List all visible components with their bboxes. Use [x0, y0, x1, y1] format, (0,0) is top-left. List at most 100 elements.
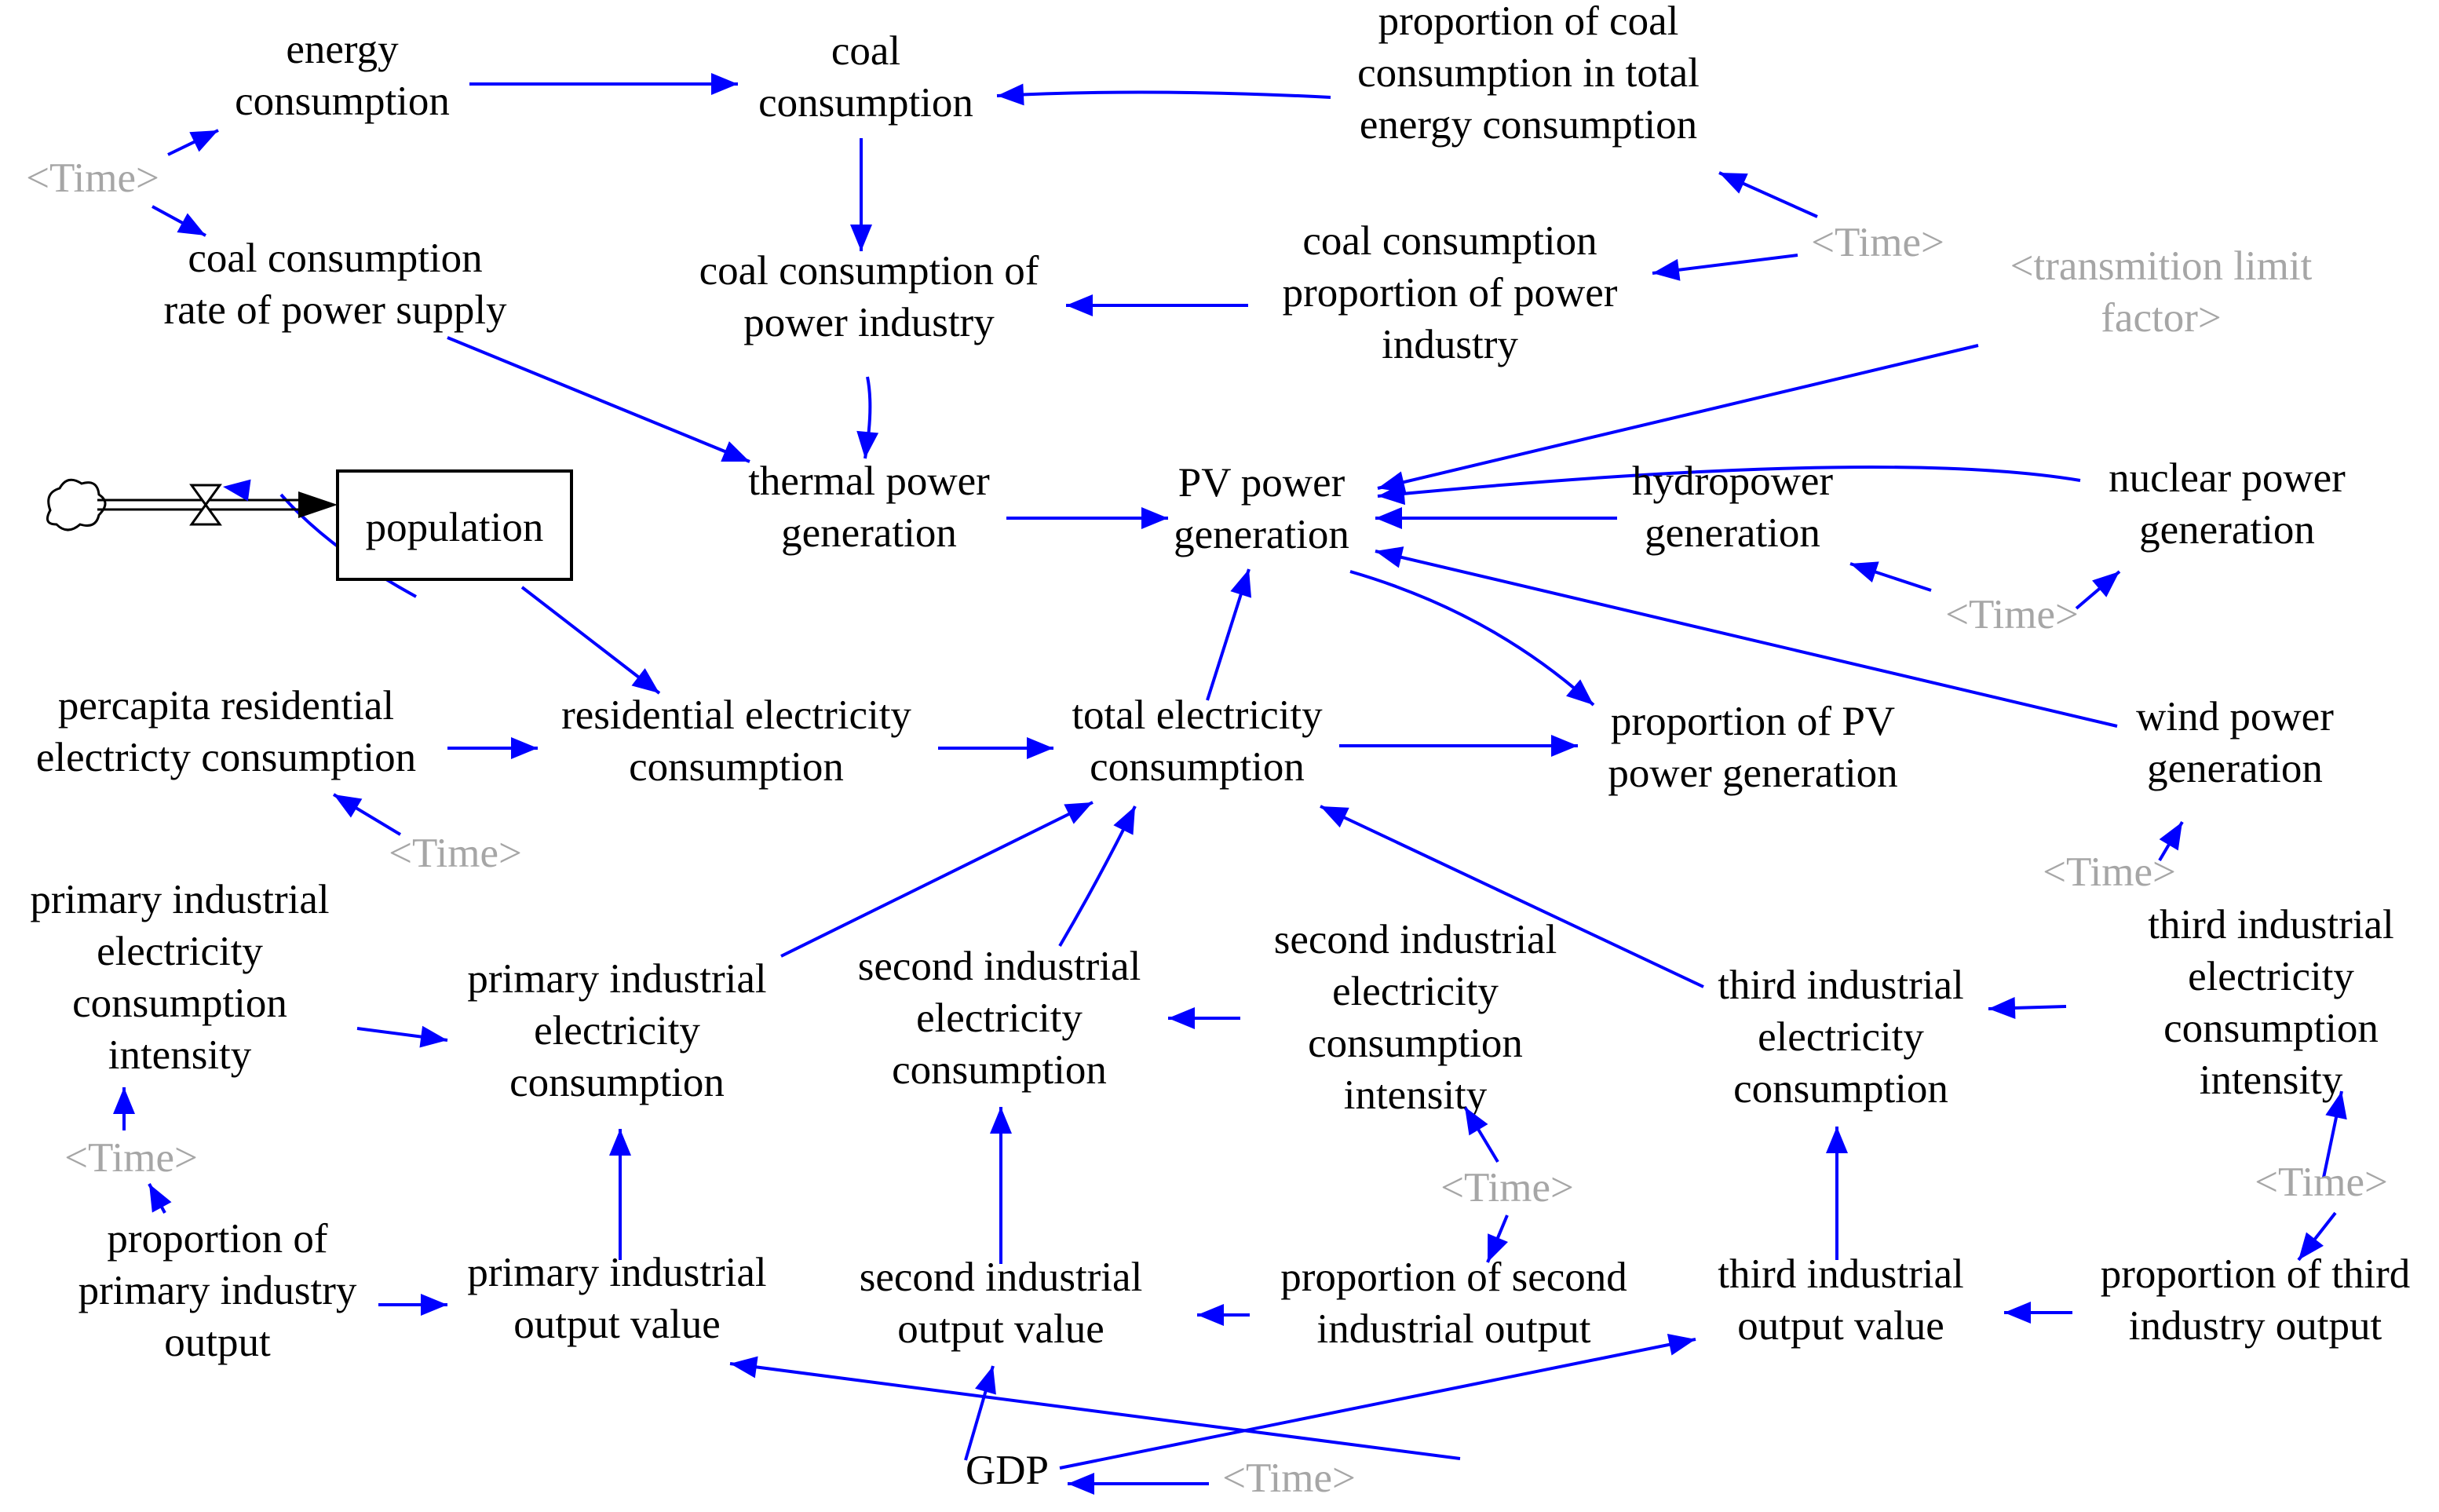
arrowhead-icon — [511, 737, 538, 759]
arrowhead-icon — [730, 1356, 758, 1379]
arrowhead-icon — [1230, 569, 1252, 598]
arrowhead-icon — [1826, 1127, 1848, 1153]
arrowhead-icon — [2298, 1232, 2324, 1260]
causal-link — [1059, 1338, 1696, 1470]
arrowhead-icon — [177, 213, 206, 236]
var-nuclear-power-line: generation — [2139, 507, 2315, 553]
var-proportion-pv-line: proportion of PV — [1611, 699, 1895, 744]
causal-link — [1349, 570, 1595, 707]
var-second-intensity-line: electricity — [1332, 969, 1499, 1014]
arrowhead-icon — [223, 479, 251, 502]
var-thermal-power: thermal power generation — [748, 458, 990, 556]
causal-link — [996, 90, 1331, 99]
arrowhead-icon — [1064, 802, 1093, 824]
flow-valve-icon — [189, 484, 222, 507]
var-coal-prop-power-industry-line: coal consumption — [1302, 218, 1597, 264]
var-second-electricity-line: consumption — [892, 1047, 1107, 1093]
var-time-shadow: <Time> — [1440, 1165, 1574, 1211]
var-primary-output-value-line: output value — [513, 1302, 720, 1347]
var-total-electricity-line: total electricity — [1072, 692, 1323, 738]
arrowhead-icon — [149, 1184, 172, 1213]
var-transmission-limit-line: <transmition limit — [2010, 243, 2313, 289]
var-second-intensity-line: second industrial — [1274, 917, 1557, 962]
arrowhead-icon — [419, 1025, 447, 1048]
var-residential-electricity-line: consumption — [629, 744, 844, 790]
var-percapita-residential-line: electricty consumption — [36, 735, 416, 780]
var-primary-intensity-line: primary industrial — [30, 877, 329, 922]
var-residential-electricity-line: residential electricity — [561, 692, 911, 738]
var-primary-electricity-line: primary industrial — [467, 956, 766, 1002]
var-primary-intensity-line: electricity — [97, 929, 263, 974]
var-third-electricity-line: third industrial — [1718, 962, 1964, 1008]
var-coal-consumption-line: coal — [831, 28, 900, 74]
var-proportion-primary-output-line: proportion of — [107, 1216, 327, 1262]
population-stock-box — [336, 469, 573, 581]
var-prop-coal-total-line: consumption in total — [1357, 50, 1700, 96]
arrowhead-icon — [1988, 996, 2016, 1019]
flow-arrowhead-icon — [298, 491, 338, 518]
var-primary-electricity-line: electricity — [534, 1008, 700, 1054]
var-prop-coal-total: proportion of coal consumption in total en… — [1357, 0, 1700, 148]
var-proportion-second-output-line: proportion of second — [1280, 1255, 1627, 1300]
var-thermal-power-line: thermal power — [748, 458, 990, 504]
var-prop-coal-total-line: proportion of coal — [1378, 0, 1679, 44]
arrowhead-icon — [1141, 507, 1168, 529]
var-third-intensity-line: consumption — [2163, 1006, 2379, 1051]
var-second-electricity-line: second industrial — [858, 944, 1141, 989]
arrowhead-icon — [334, 794, 363, 818]
var-proportion-third-output-line: industry output — [2129, 1303, 2382, 1349]
var-prop-coal-total-line: energy consumption — [1360, 102, 1697, 148]
var-hydropower-line: hydropower — [1632, 458, 1833, 504]
var-second-intensity-line: consumption — [1308, 1021, 1523, 1066]
arrowhead-icon — [1320, 806, 1349, 828]
arrowhead-icon — [631, 668, 659, 693]
arrowhead-icon — [856, 430, 879, 458]
causal-link — [447, 336, 750, 463]
var-proportion-primary-output-line: output — [164, 1320, 271, 1365]
var-time-shadow: <Time> — [64, 1135, 198, 1181]
var-coal-prop-power-industry-line: industry — [1382, 322, 1518, 367]
arrowhead-icon — [1488, 1233, 1508, 1262]
arrowhead-icon — [113, 1087, 135, 1114]
var-residential-electricity: residential electricity consumption — [561, 692, 911, 790]
var-coal-rate-power-supply: coal consumption rate of power supply — [163, 236, 507, 333]
arrowhead-icon — [1465, 1107, 1488, 1136]
var-wind-power-line: generation — [2147, 746, 2323, 791]
var-energy-consumption-line: energy — [286, 27, 399, 72]
arrowhead-icon — [1113, 806, 1135, 835]
var-primary-output-value-line: primary industrial — [467, 1250, 766, 1295]
var-proportion-third-output: proportion of third industry output — [2101, 1251, 2411, 1349]
var-primary-output-value: primary industrial output value — [467, 1250, 766, 1347]
var-proportion-pv: proportion of PV power generation — [1608, 699, 1897, 796]
cloud-source-icon — [46, 478, 107, 531]
causal-link — [729, 1362, 1461, 1460]
causal-link — [780, 801, 1094, 958]
var-gdp: GDP — [966, 1448, 1049, 1493]
var-gdp-line: GDP — [966, 1448, 1049, 1493]
var-coal-rate-power-supply-line: coal consumption — [188, 236, 482, 281]
var-second-electricity-line: electricity — [916, 995, 1083, 1041]
var-coal-rate-power-supply-line: rate of power supply — [163, 287, 507, 333]
var-thermal-power-line: generation — [781, 510, 957, 556]
var-proportion-third-output-line: proportion of third — [2101, 1251, 2411, 1297]
causal-link — [1375, 550, 2118, 728]
var-time-shadow: <Time> — [1222, 1455, 1356, 1501]
arrowhead-icon — [1027, 737, 1053, 759]
var-proportion-pv-line: power generation — [1608, 751, 1897, 796]
var-time-shadow: <Time> — [26, 155, 159, 201]
var-pv-power-line: generation — [1174, 512, 1349, 557]
